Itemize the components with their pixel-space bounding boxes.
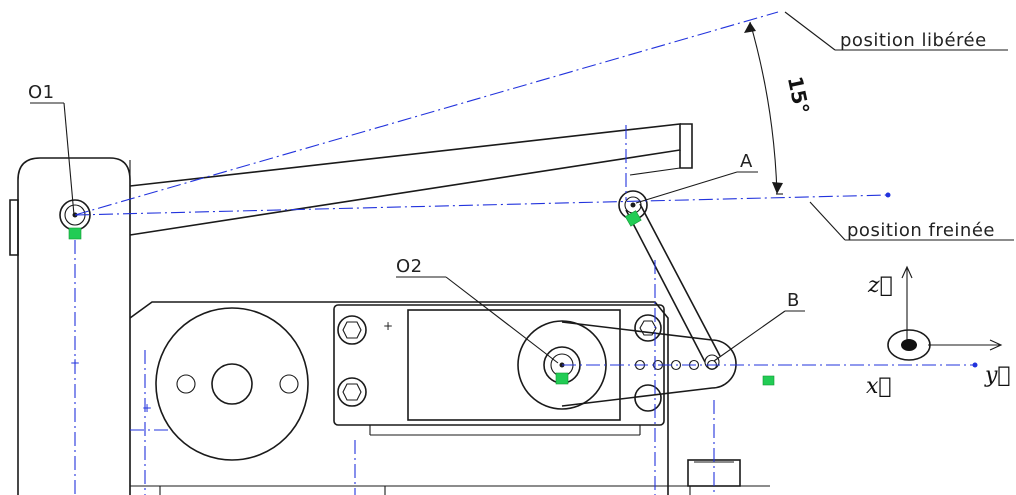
label-liberee-group: position libérée	[784, 11, 1008, 51]
screw-top-right	[634, 314, 662, 342]
svg-text:+: +	[383, 319, 393, 333]
label-a: A	[740, 151, 753, 172]
center-lines: + +	[70, 11, 978, 495]
svg-text:+: +	[70, 356, 80, 370]
label-freinee-group: position freinée	[809, 201, 1014, 241]
label-b: B	[787, 290, 800, 311]
screw-top-left	[337, 315, 367, 345]
label-o2-group: O2	[396, 256, 559, 364]
screw-bottom-right	[634, 384, 662, 412]
marker-horn	[762, 375, 775, 386]
axis-z-label: z⃗	[867, 273, 893, 298]
left-support	[9, 157, 131, 495]
svg-text:+: +	[142, 401, 152, 415]
angle-dimension: 15°	[744, 21, 814, 195]
brake-disc	[155, 307, 309, 461]
line-position-freinee	[74, 194, 889, 216]
brake-lever	[129, 123, 693, 236]
line-position-liberee	[74, 11, 779, 216]
label-position-freinee: position freinée	[847, 220, 995, 241]
marker-o2	[555, 372, 569, 385]
angle-label: 15°	[783, 74, 814, 116]
axis-y-label: y⃗	[984, 363, 1011, 388]
connecting-rod	[618, 190, 721, 370]
base-housing	[129, 301, 770, 495]
marker-o1	[68, 227, 82, 240]
servo-body: +	[333, 304, 665, 436]
label-o2: O2	[396, 256, 423, 277]
coordinate-system: z⃗ y⃗ x⃗	[866, 265, 1011, 399]
marker-a	[624, 210, 642, 227]
label-b-group: B	[713, 290, 805, 362]
label-o1: O1	[28, 82, 55, 103]
label-position-liberee: position libérée	[840, 30, 987, 51]
axis-x-label: x⃗	[866, 374, 892, 399]
screw-bottom-left	[337, 377, 367, 407]
label-a-group: A	[635, 151, 758, 204]
pivot-o1	[59, 199, 91, 240]
label-o1-group: O1	[28, 82, 75, 216]
